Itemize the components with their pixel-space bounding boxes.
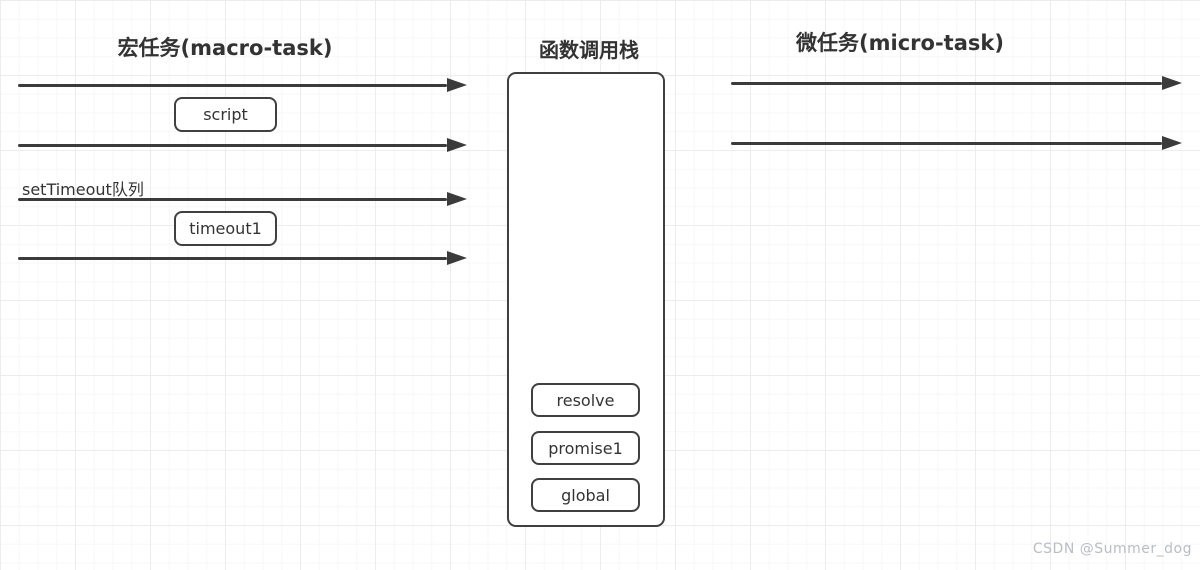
task-box-timeout1: timeout1: [174, 211, 277, 246]
micro-queue-arrow-top: [731, 76, 1182, 90]
micro-queue-arrow-bottom: [731, 136, 1182, 150]
stack-frame-global: global: [531, 478, 640, 512]
csdn-watermark: CSDN @Summer_dog: [1032, 541, 1192, 557]
settimeout-queue-arrow-top: [18, 192, 467, 206]
stack-frame-resolve: resolve: [531, 383, 640, 417]
settimeout-queue-arrow-bottom: [18, 251, 467, 265]
task-box-script: script: [174, 97, 277, 132]
call-stack-title: 函数调用栈: [539, 38, 639, 62]
stack-frame-promise1: promise1: [531, 431, 640, 465]
micro-task-title: 微任务(micro-task): [796, 31, 1004, 55]
macro-task-title: 宏任务(macro-task): [117, 36, 333, 60]
macro-queue-arrow-top: [18, 78, 467, 92]
macro-queue-arrow-bottom: [18, 138, 467, 152]
settimeout-queue-label: setTimeout队列: [22, 180, 144, 199]
